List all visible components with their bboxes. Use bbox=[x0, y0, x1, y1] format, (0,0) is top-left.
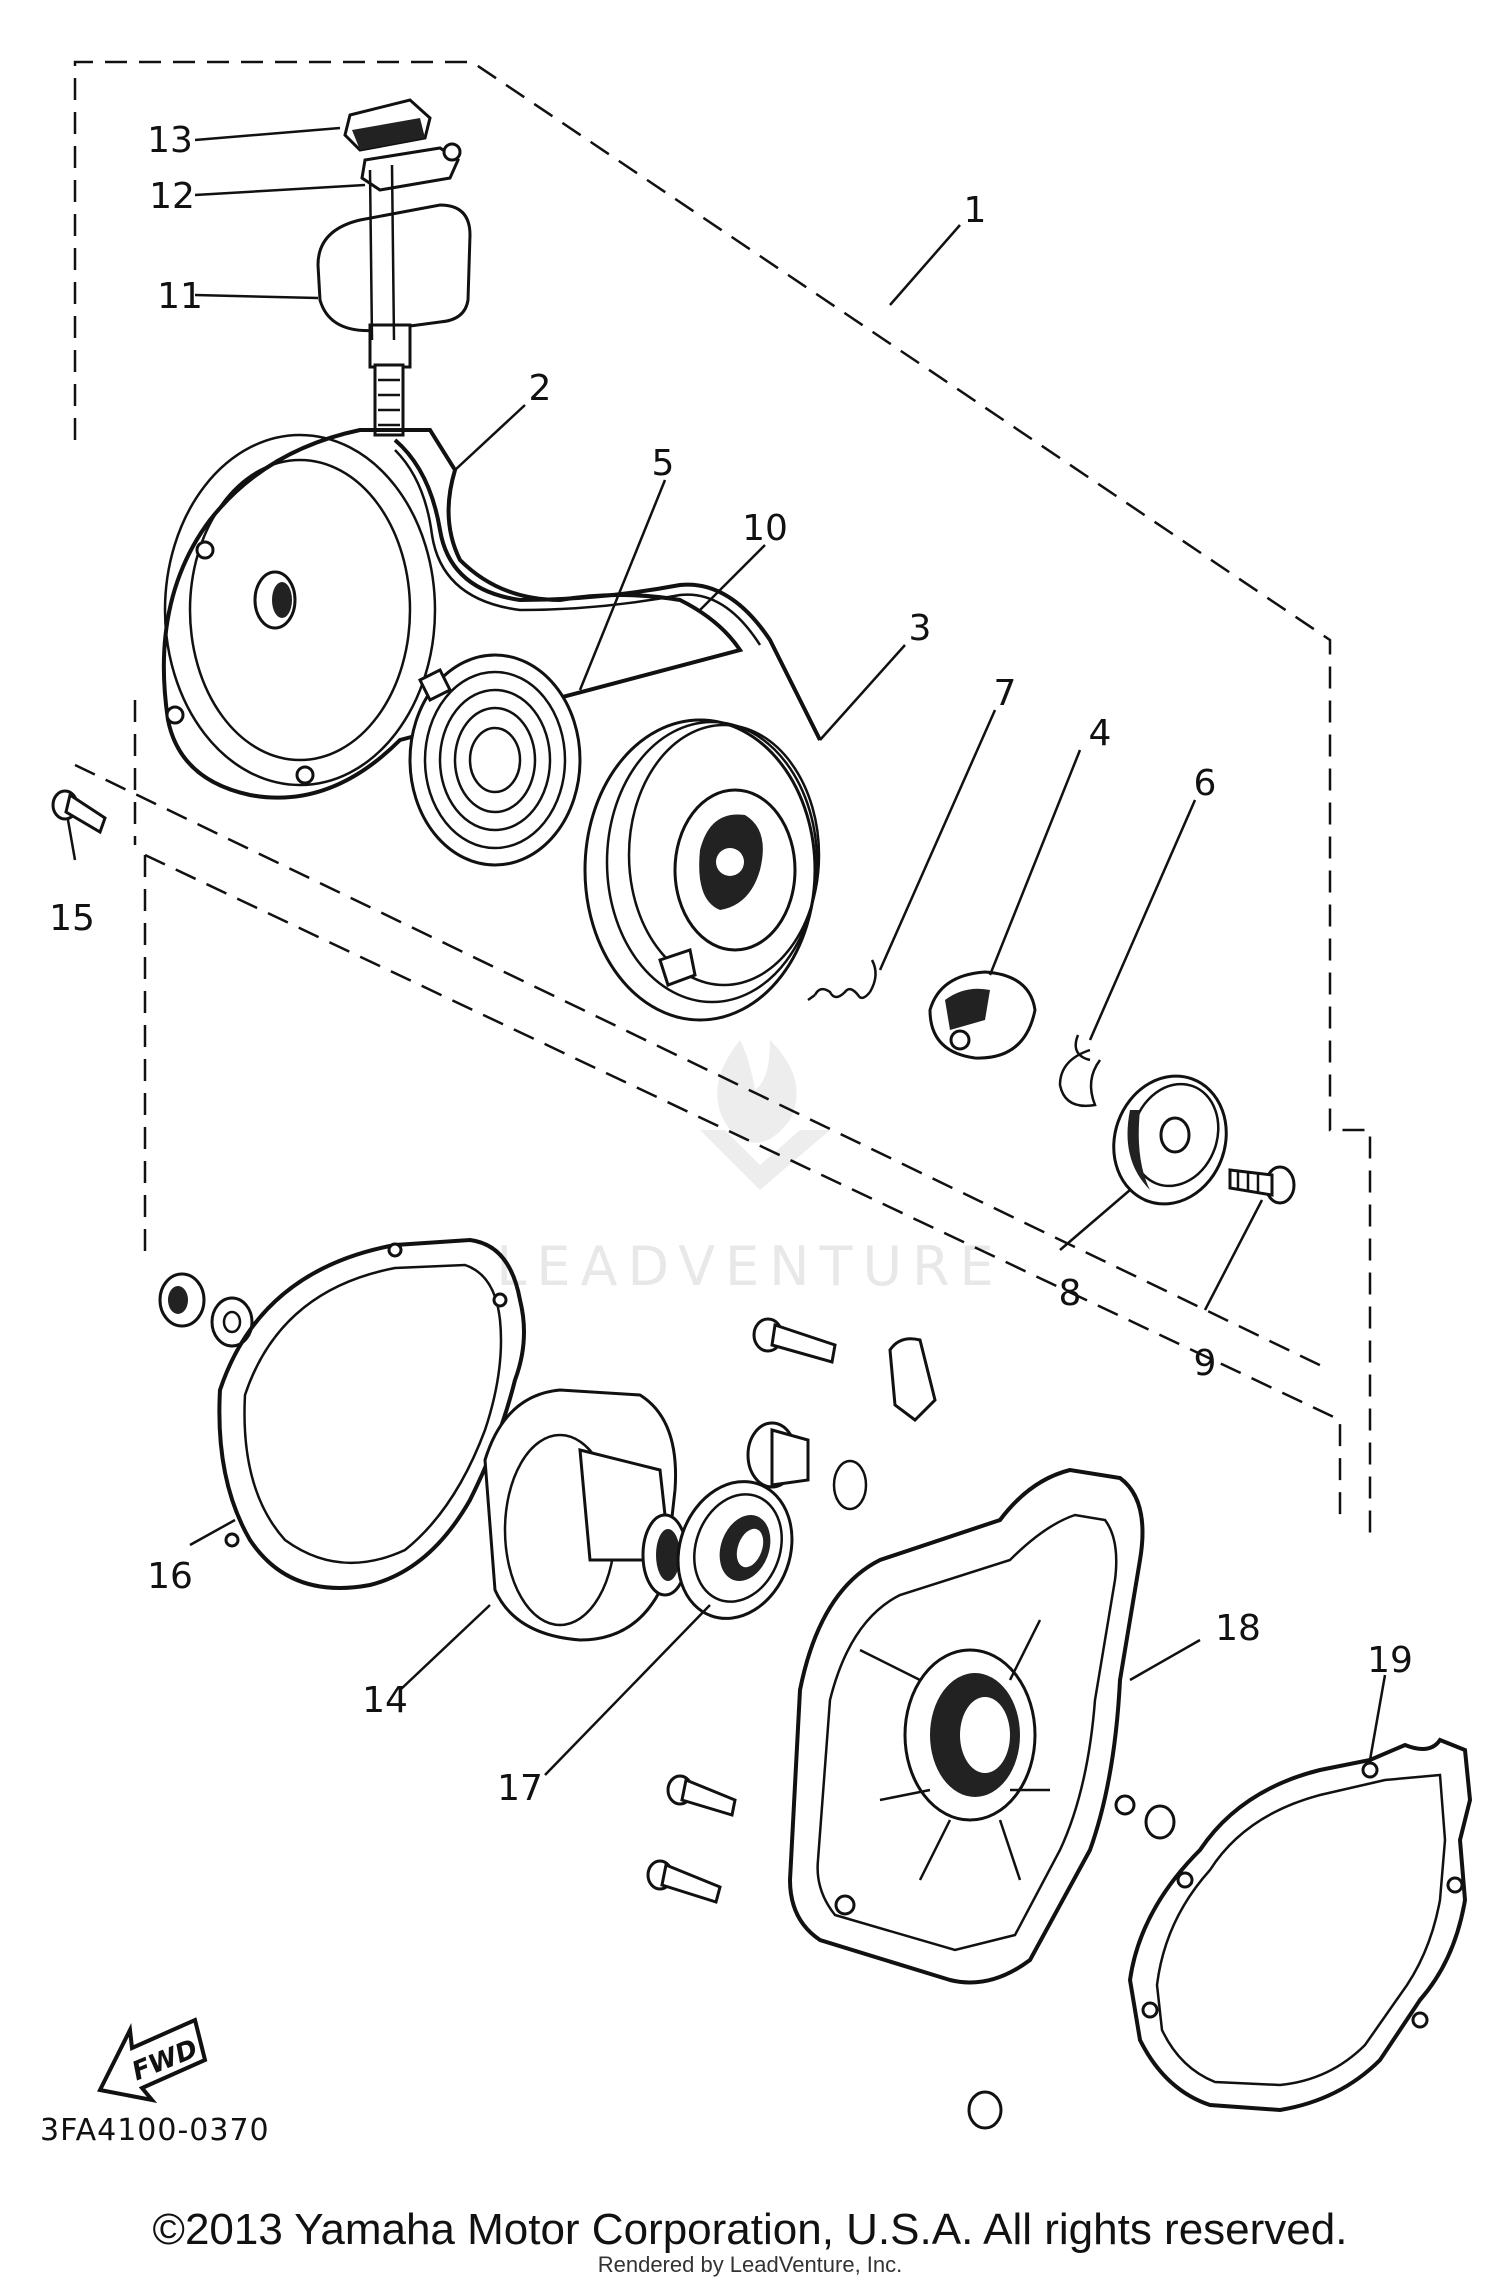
part-8-friction-plate bbox=[1112, 1074, 1228, 1206]
callout-1: 1 bbox=[964, 190, 987, 231]
part-9-screw bbox=[1228, 1165, 1296, 1205]
leader-lines bbox=[66, 126, 1387, 1776]
part-13-grip-cap bbox=[343, 98, 432, 152]
callout-6: 6 bbox=[1194, 763, 1217, 804]
callout-14: 14 bbox=[362, 1680, 408, 1721]
forward-arrow-icon: FWD bbox=[97, 2017, 208, 2104]
callout-11: 11 bbox=[157, 276, 203, 317]
bearing-and-ring bbox=[746, 1421, 868, 1511]
callout-13: 13 bbox=[147, 120, 193, 161]
part-10-starter-rope bbox=[393, 438, 822, 741]
callout-9: 9 bbox=[1194, 1343, 1217, 1384]
callout-3: 3 bbox=[909, 608, 932, 649]
callout-labels: 1 2 3 4 5 6 7 8 9 10 11 12 13 14 15 16 1… bbox=[49, 120, 1413, 1809]
callout-4: 4 bbox=[1089, 713, 1112, 754]
callout-15: 15 bbox=[49, 898, 95, 939]
watermark-text: LEADVENTURE bbox=[496, 1235, 1003, 1298]
part-17-oil-seal bbox=[676, 1480, 794, 1620]
part-5-spiral-spring bbox=[408, 653, 582, 867]
callout-10: 10 bbox=[742, 508, 788, 549]
callout-7: 7 bbox=[994, 673, 1017, 714]
part-7-return-spring bbox=[807, 959, 877, 1002]
part-4-drive-pawl bbox=[928, 970, 1037, 1060]
callout-16: 16 bbox=[147, 1556, 193, 1597]
callout-2: 2 bbox=[529, 368, 552, 409]
part-18-crankcase-cover bbox=[787, 1467, 1145, 1985]
drawing-code: 3FA4100-0370 bbox=[40, 2113, 270, 2148]
bolts-case-cover bbox=[646, 1317, 1176, 2130]
watermark: LEADVENTURE bbox=[496, 1040, 1003, 1298]
collar-nut bbox=[158, 1272, 254, 1348]
callout-19: 19 bbox=[1367, 1640, 1413, 1681]
callout-18: 18 bbox=[1215, 1608, 1261, 1649]
callout-17: 17 bbox=[497, 1768, 543, 1809]
callout-5: 5 bbox=[652, 443, 675, 484]
part-12-clip bbox=[360, 142, 462, 192]
part-2-starter-case bbox=[161, 428, 744, 800]
part-14-starter-pulley bbox=[483, 1388, 689, 1642]
part-19-gasket bbox=[1127, 1737, 1473, 2113]
copyright-notice: ©2013 Yamaha Motor Corporation, U.S.A. A… bbox=[152, 2205, 1348, 2254]
part-11-starter-handle bbox=[316, 164, 472, 437]
assembly-boundary bbox=[73, 60, 1372, 1540]
rendered-by-credit: Rendered by LeadVenture, Inc. bbox=[597, 2252, 903, 2277]
callout-8: 8 bbox=[1059, 1273, 1082, 1314]
part-3-sheave-drum bbox=[583, 718, 821, 1022]
part-15-bolt bbox=[51, 789, 107, 835]
part-16-gasket bbox=[217, 1237, 526, 1590]
callout-12: 12 bbox=[149, 176, 195, 217]
part-6-pawl-clip bbox=[1058, 1034, 1102, 1108]
